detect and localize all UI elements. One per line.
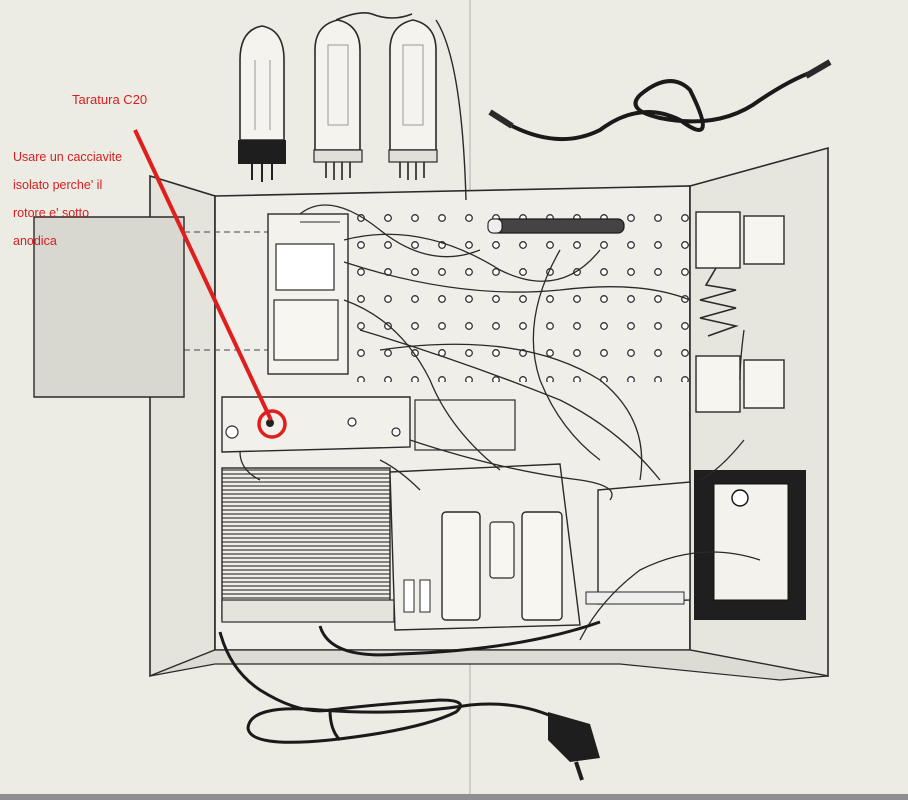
vacuum-tube-icon [388,19,438,180]
power-plug-icon [218,631,600,781]
annotation-line: anodica [13,234,57,248]
capacitor-board [389,463,581,631]
vacuum-tube-icon [313,19,363,180]
tuning-capacitor [267,213,349,375]
coaxial-connector-icon [488,59,832,141]
chassis-front-edge [149,649,829,681]
ferrite-antenna [487,218,625,234]
mains-wire [318,620,601,657]
annotation-line: Usare un cacciavite [13,150,123,164]
annotation-line: rotore e' sotto [13,206,90,220]
wiring [239,204,761,641]
annotation-highlight-circle [257,409,287,439]
annotation-pointer [133,129,273,421]
tuning-coil [695,211,785,413]
trimmer-bracket [221,396,411,453]
side-plate [414,399,516,451]
perforated-panel [355,212,690,382]
power-transformer [221,467,395,623]
annotation-note: Usare un cacciavite isolato perche' il r… [13,136,163,262]
annotation-title: Taratura C20 [72,92,148,107]
front-panel [33,216,185,398]
annotation-line: isolato perche' il [13,178,103,192]
bottom-strip [0,794,908,800]
terminal-board [585,470,806,620]
vacuum-tube-icon [238,25,286,182]
